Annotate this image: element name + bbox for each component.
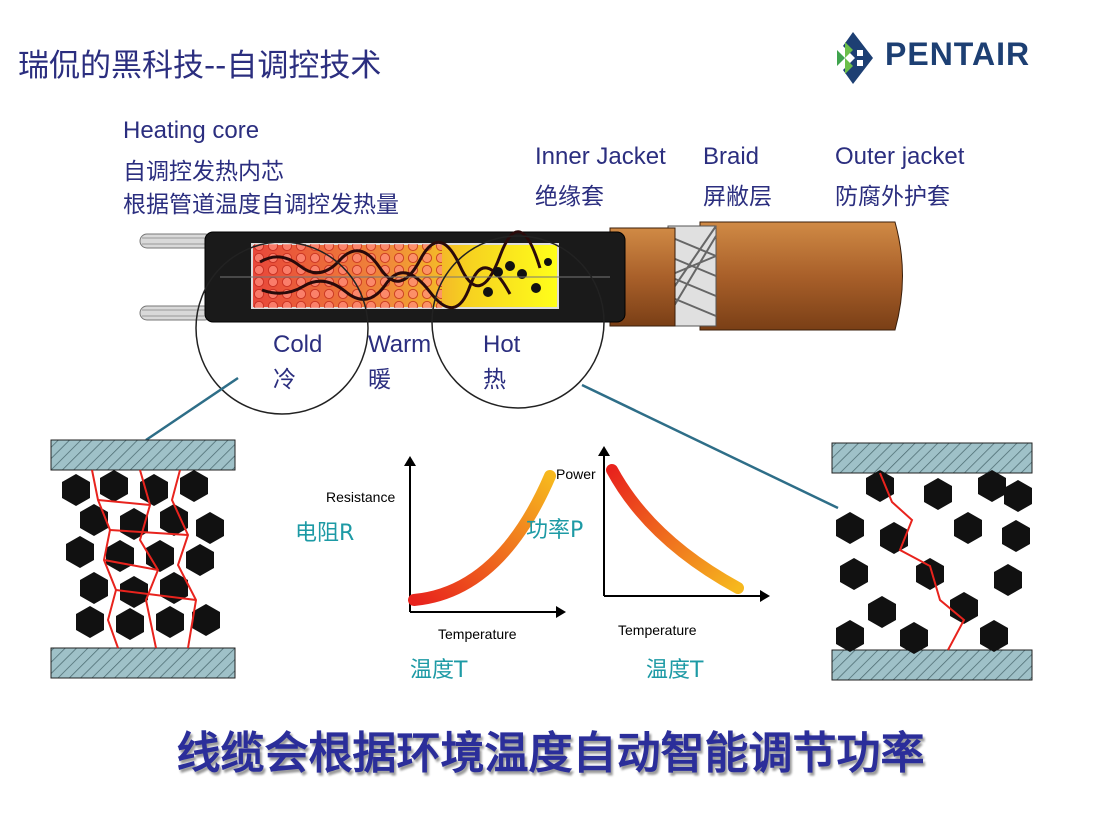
power-graph [598, 446, 770, 602]
pentair-logo: PENTAIR [833, 28, 1063, 88]
zone-cold-zh: 冷 [273, 367, 296, 393]
resistance-zh-label: 电阻R [295, 521, 355, 546]
zone-hot-label: Hot [483, 331, 521, 358]
power-x-axis-label: Temperature [618, 622, 697, 638]
power-axis-label: Power [556, 466, 596, 482]
heating-core-zh-2: 根据管道温度自调控发热量 [123, 192, 399, 218]
cold-sample-diagram [50, 439, 236, 679]
resistance-x-zh-label: 温度T [410, 658, 468, 683]
resistance-axis-label: Resistance [326, 489, 396, 505]
braid-label: Braid [703, 143, 760, 170]
braid-zh: 屏敝层 [703, 184, 772, 210]
zone-hot-zh: 热 [483, 367, 506, 393]
conductor-wires [139, 233, 213, 321]
power-x-zh-label: 温度T [646, 658, 704, 683]
page-title: 瑞侃的黑科技--自调控技术 [18, 48, 382, 84]
power-zh-label: 功率P [526, 518, 584, 543]
heating-core-zh-1: 自调控发热内芯 [123, 159, 284, 185]
zone-warm-label: Warm [368, 331, 432, 358]
hot-sample-diagram [831, 442, 1033, 681]
outer-jacket-zh: 防腐外护套 [835, 184, 950, 210]
logo-text: PENTAIR [885, 36, 1031, 72]
cold-zone-circle [195, 241, 369, 415]
hot-zone-circle [431, 235, 605, 409]
pentair-diamond-icon [837, 32, 873, 84]
heating-core-label: Heating core [123, 117, 260, 144]
outer-jacket-label: Outer jacket [835, 143, 965, 170]
zone-warm-zh: 暖 [368, 367, 391, 393]
inner-jacket-label: Inner Jacket [535, 143, 666, 170]
outer-jacket [699, 221, 903, 331]
inner-jacket-zh: 绝缘套 [535, 184, 604, 210]
resistance-graph [404, 456, 566, 618]
zone-cold-label: Cold [273, 331, 323, 358]
footer-headline: 线缆会根据环境温度自动智能调节功率 [176, 728, 925, 779]
resistance-x-axis-label: Temperature [438, 626, 517, 642]
